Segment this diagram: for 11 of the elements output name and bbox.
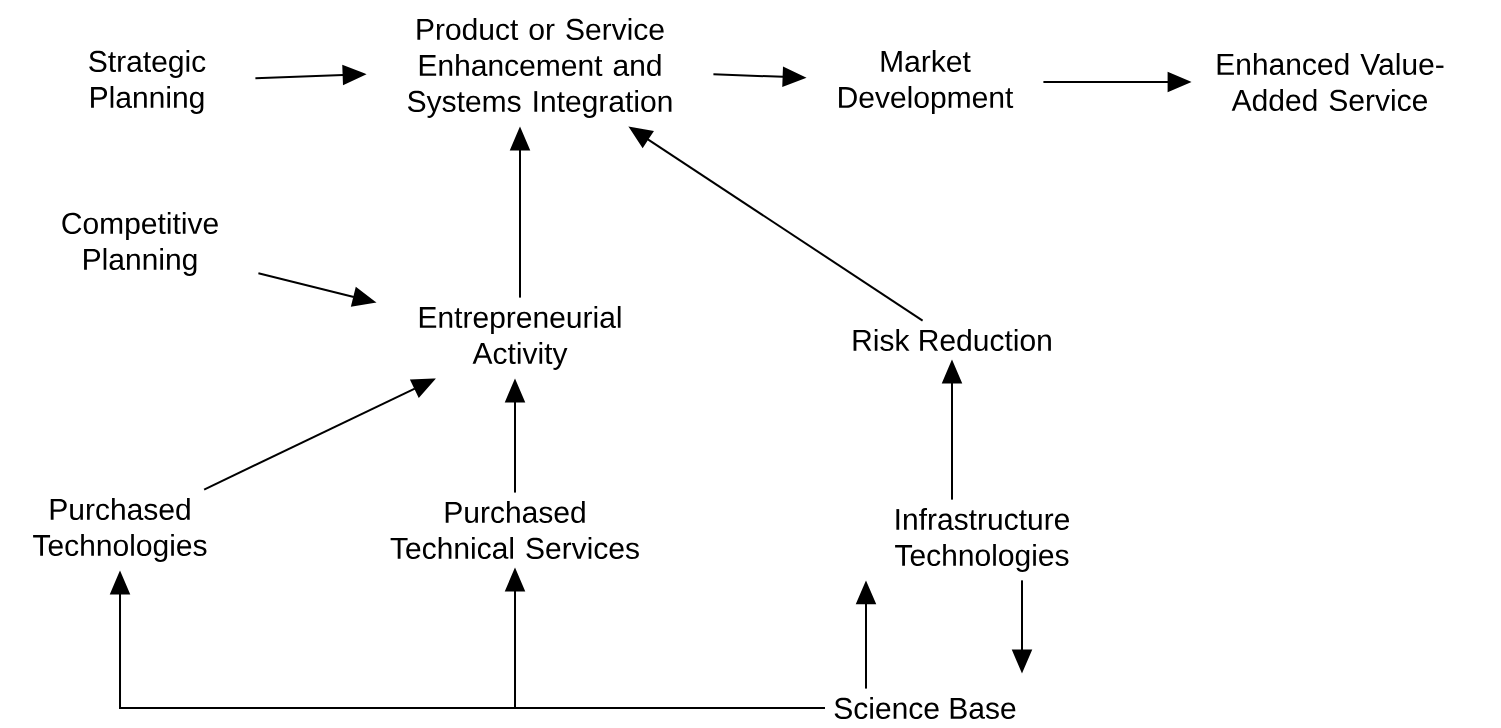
node-text: Purchased Technical Services <box>390 501 639 559</box>
node-text: Risk Reduction <box>853 329 1051 351</box>
node-text: Infrastructure Technologies <box>895 508 1069 572</box>
node-text: Science Base <box>834 697 1016 719</box>
node-text: Enhanced Value-Added Service <box>1217 53 1444 111</box>
node-text: Purchased Technologies <box>33 498 207 562</box>
node-text: Strategic Planning <box>89 50 206 114</box>
node-text: Product or Service Enhancement and Systems Integration <box>407 18 672 118</box>
node-text: Market Development <box>839 50 1014 114</box>
node-text: Entrepreneurial Activity <box>419 306 621 370</box>
node-text: Competitive Planning <box>62 212 218 276</box>
